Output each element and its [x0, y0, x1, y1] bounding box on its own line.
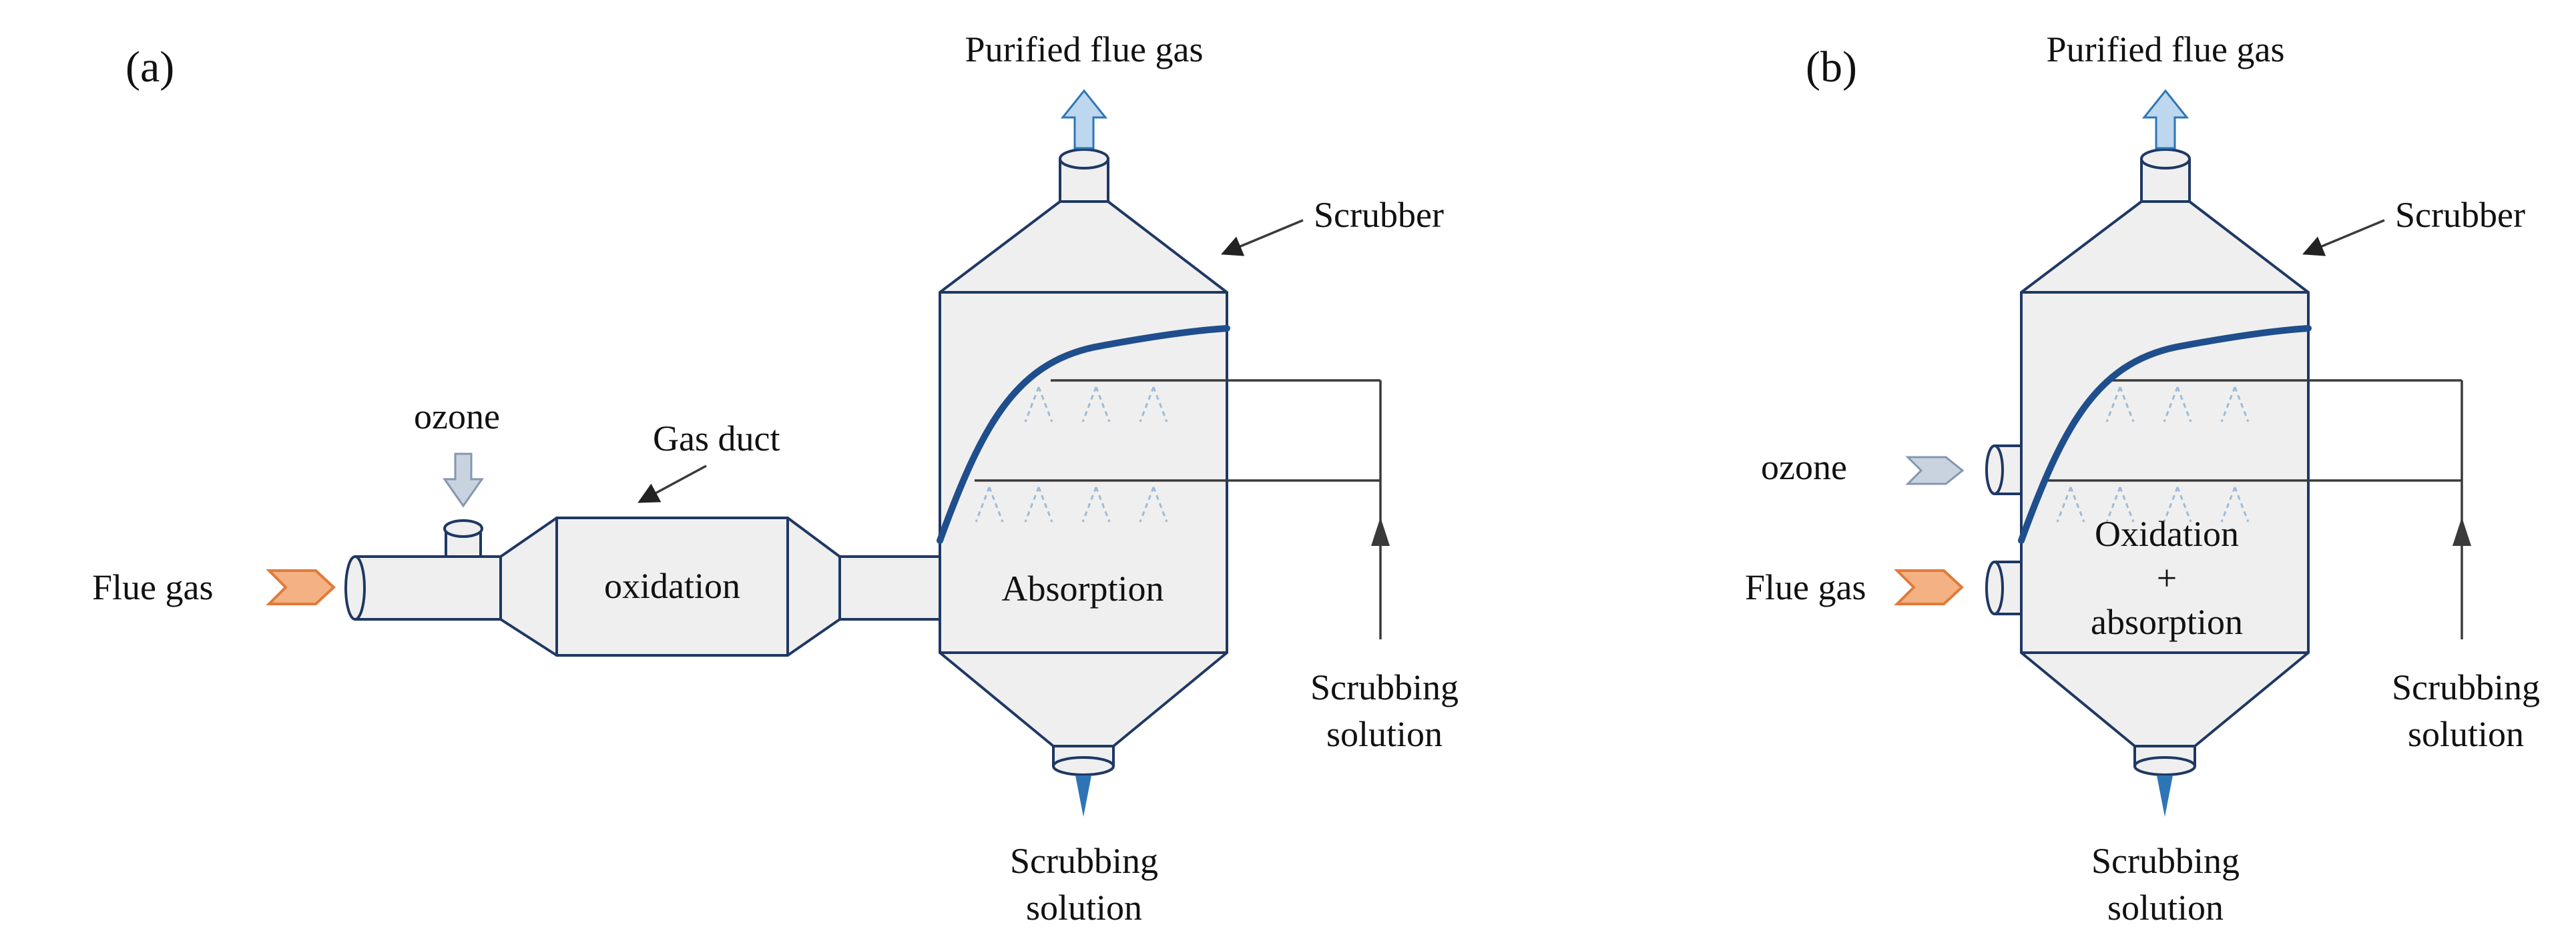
panel-b-scrubber-bottom-cone — [2020, 651, 2310, 747]
panel-b-process-line3: absorption — [2091, 602, 2243, 642]
panel-a-top-outlet-rim — [1059, 148, 1109, 170]
panel-b-ozone-nozzle-opening — [1985, 444, 2004, 495]
panel-b-purified-gas-label: Purified flue gas — [2047, 29, 2285, 69]
panel-b-ozone-label: ozone — [1761, 447, 1847, 487]
panel-b-purified-gas-arrow — [2141, 89, 2189, 149]
panel-b-solution-in-line2: solution — [2408, 714, 2524, 754]
panel-a-label: (a) — [125, 43, 174, 91]
panel-b-gas-profile-curve — [2018, 325, 2312, 544]
panel-a-spray-nozzles-lower — [975, 487, 1168, 523]
panel-a-ozone-label: ozone — [414, 396, 500, 436]
panel-a-duct-expander — [499, 517, 558, 657]
panel-a-oxidation-label: oxidation — [604, 566, 740, 606]
panel-a-scrubber-top-cone — [939, 200, 1228, 294]
panel-b-solution-in-line1: Scrubbing — [2392, 667, 2540, 707]
panel-b-process-line2: + — [2157, 558, 2177, 598]
panel-a-ozone-arrow — [443, 452, 484, 508]
panel-b-supply-flow-arrow — [2453, 517, 2471, 546]
panel-a-purified-gas-label: Purified flue gas — [965, 29, 1204, 69]
panel-a-solution-out-line2: solution — [1026, 888, 1142, 928]
panel-a-inlet-pipe — [354, 555, 502, 621]
panel-a-gas-duct-label: Gas duct — [653, 418, 780, 458]
panel-a-scrubber-bottom-cone — [939, 651, 1228, 747]
panel-a-solution-in-line2: solution — [1326, 714, 1443, 754]
panel-b-spray-nozzles-upper — [2105, 386, 2250, 422]
panel-a-solution-out-arrow — [1075, 775, 1091, 817]
panel-b: (b) Purified flue gas Scrubber ozone Flu… — [1745, 29, 2540, 928]
panel-b-flue-gas-label: Flue gas — [1745, 567, 1866, 607]
panel-b-label: (b) — [1806, 43, 1857, 91]
panel-a-scrubber-label: Scrubber — [1314, 195, 1444, 235]
panel-a-outlet-pipe — [838, 555, 941, 621]
panel-b-scrubber-pointer — [2302, 219, 2385, 256]
panel-b-solution-out-line2: solution — [2107, 888, 2224, 928]
panel-a-spray-nozzles-upper — [1024, 386, 1168, 422]
panel-b-scrubber-label: Scrubber — [2395, 195, 2525, 235]
panel-b-flue-gas-nozzle-opening — [1985, 561, 2004, 615]
panel-a-inlet-opening — [344, 555, 366, 621]
panel-a-duct-reducer — [786, 517, 841, 657]
panel-a-absorption-label: Absorption — [1002, 569, 1164, 609]
panel-b-solution-out-arrow — [2157, 775, 2173, 817]
panel-b-flue-gas-arrow — [1894, 569, 1964, 605]
panel-b-ozone-arrow — [1905, 456, 1965, 485]
panel-a-gas-duct-pointer — [637, 464, 707, 503]
panel-a-ozone-nozzle-top — [443, 519, 483, 538]
panel-b-spray-nozzles-lower — [2056, 487, 2250, 523]
panel-b-bottom-outlet-rim — [2133, 756, 2196, 776]
panel-a-scrubber-pointer — [1221, 219, 1304, 256]
panel-a-bottom-outlet-rim — [1052, 756, 1115, 776]
panel-a-supply-flow-arrow — [1371, 517, 1390, 546]
panel-b-scrubber-top-cone — [2020, 200, 2310, 294]
panel-a-oxidation-duct — [555, 517, 789, 657]
panel-a-flue-gas-label: Flue gas — [92, 567, 214, 607]
panel-b-solution-out-line1: Scrubbing — [2091, 841, 2240, 881]
panel-a: (a) Flue gas ozone oxidation Gas duct Pu… — [92, 29, 1459, 928]
panel-a-flue-gas-arrow — [266, 569, 336, 605]
panel-a-gas-profile-curve — [937, 325, 1230, 544]
panel-a-solution-out-line1: Scrubbing — [1010, 841, 1158, 881]
panel-b-process-line1: Oxidation — [2095, 514, 2239, 554]
panel-a-solution-in-line1: Scrubbing — [1310, 667, 1459, 707]
panel-b-top-outlet-rim — [2140, 148, 2191, 170]
panel-a-purified-gas-arrow — [1060, 89, 1108, 149]
